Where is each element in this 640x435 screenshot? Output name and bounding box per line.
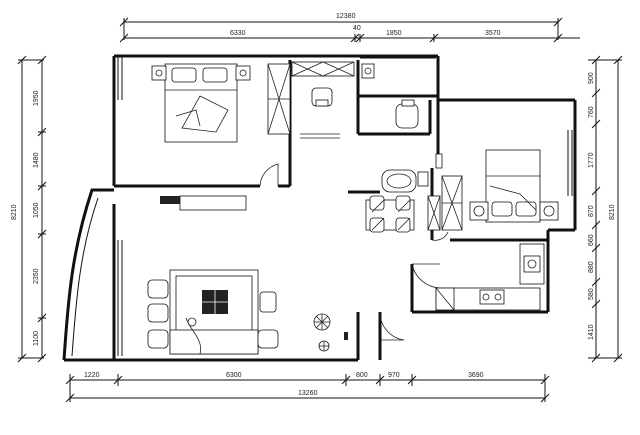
- dim-left-seg-1: 1950: [33, 90, 40, 106]
- dim-top-seg-4: 3570: [485, 30, 501, 37]
- dim-left-seg-2: 1480: [33, 152, 40, 168]
- dim-right-total: 8210: [609, 204, 616, 220]
- dim-right-seg-7: 580: [588, 288, 595, 300]
- second-bed: [469, 149, 559, 223]
- dining-set: [365, 195, 415, 233]
- dim-top-seg-1: 6330: [230, 30, 246, 37]
- wall-column: [344, 332, 348, 340]
- dim-top-seg-2: 40: [353, 25, 361, 32]
- dim-left-seg-5: 1100: [33, 331, 40, 346]
- kitchen-counter: [435, 243, 545, 311]
- dim-left-seg-4: 2350: [33, 268, 40, 284]
- master-bed: [151, 63, 251, 143]
- dim-left-seg-3: 1050: [33, 202, 40, 218]
- dim-bottom-seg-1: 1220: [84, 372, 100, 379]
- dim-right-seg-2: 760: [588, 106, 595, 118]
- bedroom-wardrobe: [267, 63, 291, 135]
- dim-right-seg-8: 1410: [588, 324, 595, 340]
- dimension-top: [119, 17, 580, 43]
- dim-bottom-total: 13260: [298, 390, 318, 397]
- dim-right-seg-4: 870: [588, 205, 595, 217]
- dim-right-seg-6: 880: [588, 261, 595, 273]
- second-wardrobe: [427, 175, 463, 231]
- windows: [117, 56, 573, 356]
- walls: [62, 54, 577, 362]
- dim-bottom-seg-4: 970: [388, 372, 400, 379]
- dim-right-seg-3: 1770: [588, 152, 595, 168]
- dimension-left: [17, 55, 47, 363]
- bathroom-fixtures: [361, 63, 443, 193]
- doors: [259, 133, 449, 341]
- dim-bottom-seg-5: 3690: [468, 372, 484, 379]
- dimension-bottom: [65, 374, 550, 403]
- plant-icon: [313, 313, 331, 352]
- dim-top-seg-3: 1850: [386, 30, 402, 37]
- living-room-furniture: [147, 269, 279, 355]
- dim-right-seg-1: 900: [588, 72, 595, 84]
- tv-cabinet-outline: [179, 195, 247, 211]
- dim-bottom-seg-2: 6300: [226, 372, 242, 379]
- study-cabinet: [291, 61, 355, 107]
- dim-right-seg-5: 660: [588, 234, 595, 246]
- dim-top-total: 12380: [336, 13, 356, 20]
- dim-bottom-seg-3: 800: [356, 372, 368, 379]
- dim-left-total: 8210: [11, 204, 18, 220]
- dimension-right: [588, 55, 623, 363]
